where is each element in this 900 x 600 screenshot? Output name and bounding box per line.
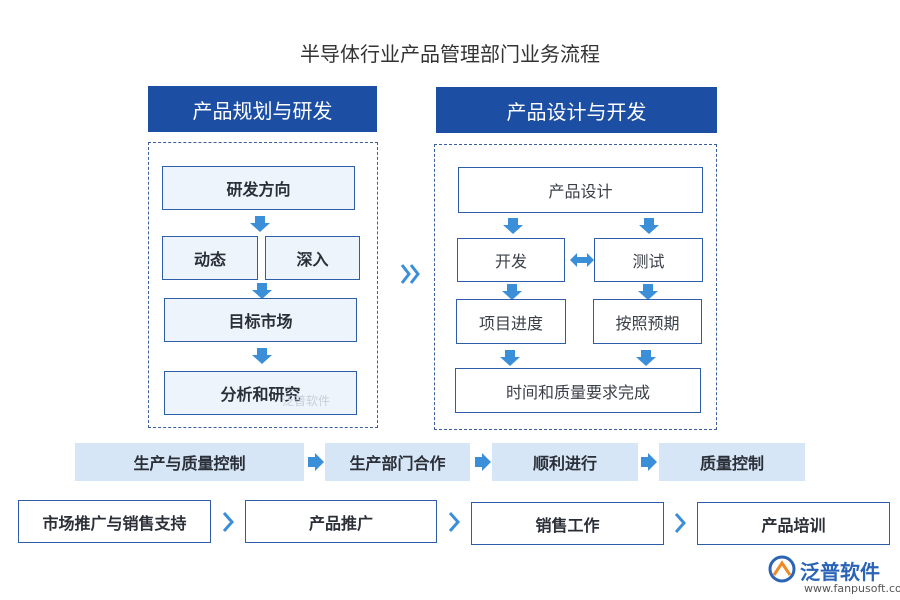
down-arrow-icon	[252, 348, 272, 364]
research-direction-box: 研发方向	[162, 166, 355, 210]
bottom-step-1: 市场推广与销售支持	[18, 500, 211, 543]
analysis-research-box: 分析和研究	[164, 371, 357, 415]
as-expected-box: 按照预期	[593, 299, 702, 344]
down-arrow-icon	[639, 218, 659, 234]
target-market-box: 目标市场	[164, 298, 357, 342]
strip-step-3: 顺利进行	[492, 443, 638, 481]
strip-step-2: 生产部门合作	[325, 443, 470, 481]
left-panel-header: 产品规划与研发	[148, 86, 377, 132]
bottom-step-2: 产品推广	[245, 500, 437, 543]
right-arrow-icon	[475, 453, 491, 471]
watermark-text: 泛普软件	[282, 394, 331, 408]
down-arrow-icon	[636, 350, 656, 366]
test-box: 测试	[594, 238, 703, 282]
logo-icon	[768, 555, 796, 583]
chevron-right-icon	[222, 512, 235, 532]
down-arrow-icon	[252, 283, 272, 299]
dynamic-box: 动态	[162, 236, 258, 280]
strip-step-1: 生产与质量控制	[75, 443, 304, 481]
logo-name: 泛普软件	[800, 560, 880, 584]
chevron-right-icon	[448, 512, 461, 532]
double-chevron-icon	[400, 264, 420, 284]
down-arrow-icon	[502, 284, 522, 300]
product-design-box: 产品设计	[458, 167, 703, 213]
deep-box: 深入	[265, 236, 360, 280]
down-arrow-icon	[503, 218, 523, 234]
bottom-step-4: 产品培训	[697, 502, 890, 545]
down-arrow-icon	[500, 350, 520, 366]
left-panel-frame	[148, 142, 378, 428]
diagram-title: 半导体行业产品管理部门业务流程	[300, 42, 600, 66]
right-panel-frame	[434, 144, 717, 430]
down-arrow-icon	[250, 216, 270, 232]
bottom-step-3: 销售工作	[471, 502, 664, 545]
double-arrow-icon	[570, 253, 594, 267]
develop-box: 开发	[457, 238, 565, 282]
right-arrow-icon	[641, 453, 657, 471]
right-panel-header: 产品设计与开发	[436, 87, 717, 133]
inline-watermark: 泛普软件	[282, 392, 330, 409]
down-arrow-icon	[638, 284, 658, 300]
time-quality-complete-box: 时间和质量要求完成	[455, 368, 701, 413]
chevron-right-icon	[674, 513, 687, 533]
right-arrow-icon	[308, 453, 324, 471]
project-progress-box: 项目进度	[456, 299, 566, 344]
strip-step-4: 质量控制	[659, 443, 805, 481]
logo-url: www.fanpusoft.com	[804, 582, 900, 595]
